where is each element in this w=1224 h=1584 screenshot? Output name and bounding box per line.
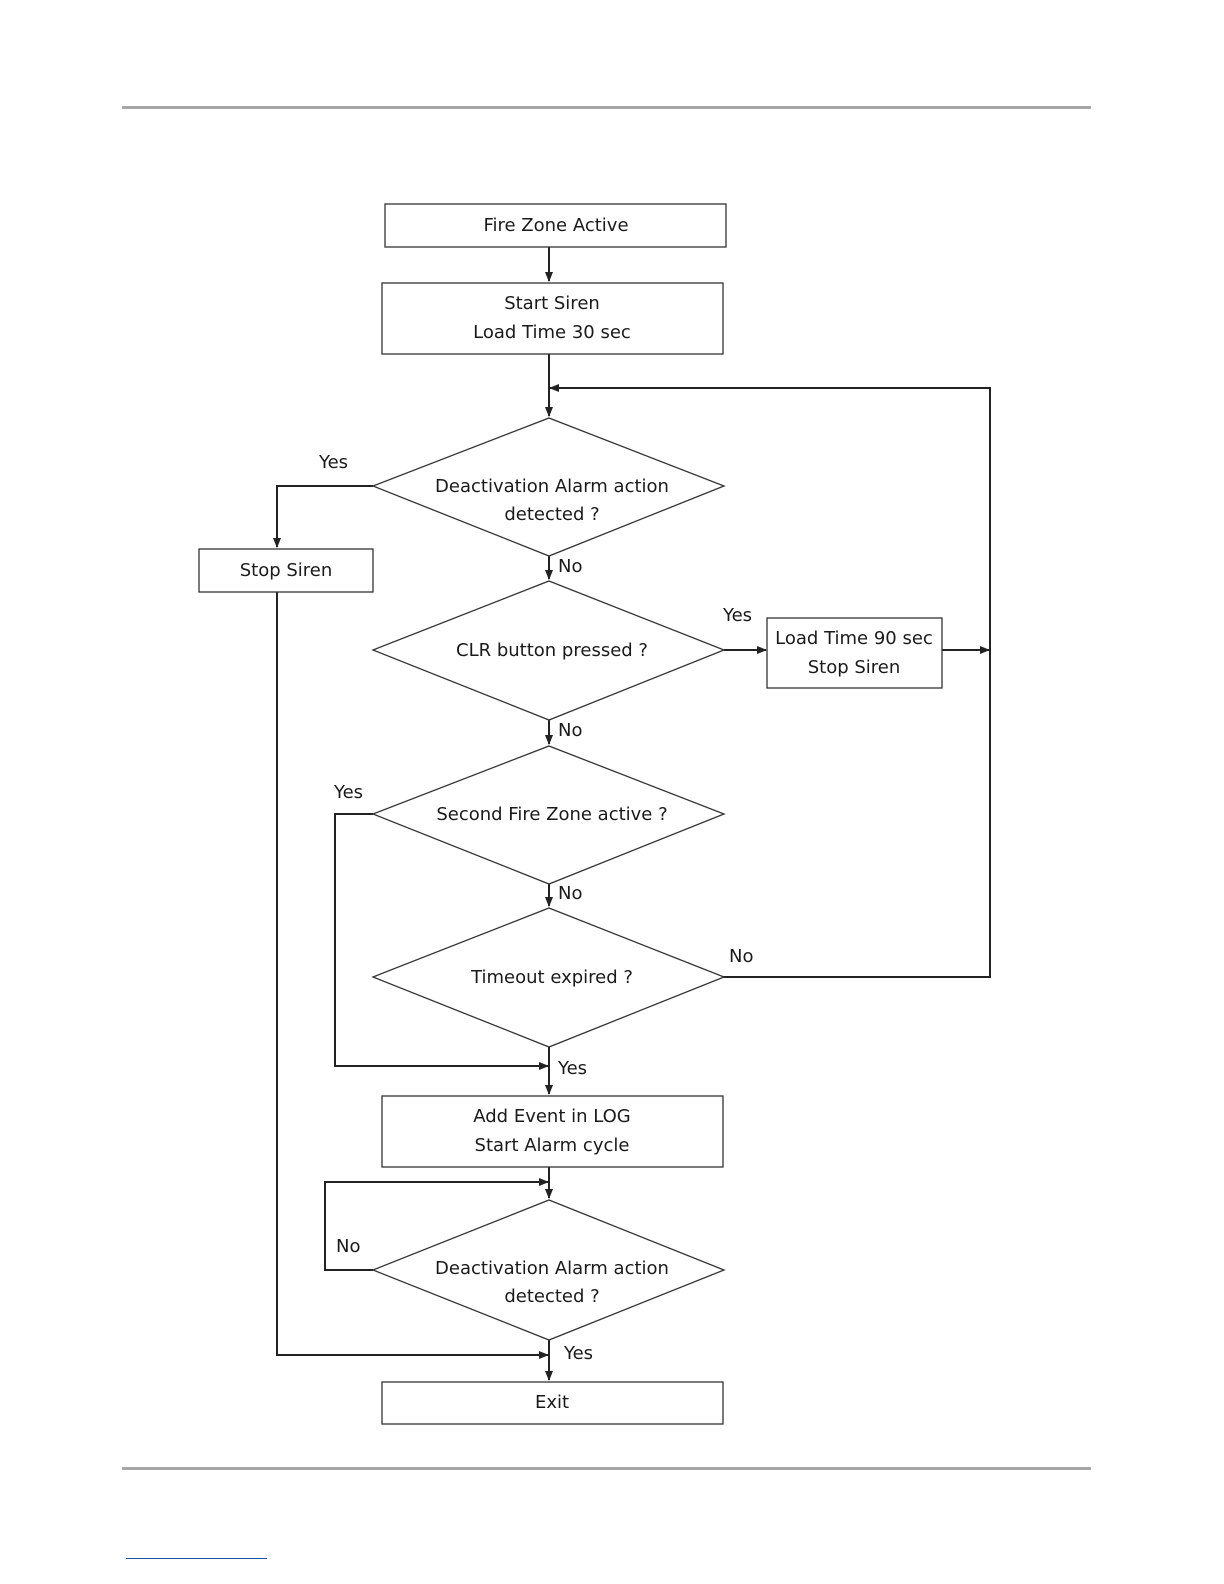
decision-label: Deactivation Alarm action	[435, 1258, 669, 1279]
edge-deact1-yes	[277, 486, 373, 547]
decision-clr-pressed: CLR button pressed ?	[373, 581, 724, 720]
node-stop-siren: Stop Siren	[199, 549, 373, 592]
edge-label-deact1-yes: Yes	[318, 452, 348, 473]
node-label: Exit	[535, 1392, 569, 1413]
decision-label: detected ?	[504, 504, 599, 525]
node-add-event: Add Event in LOG Start Alarm cycle	[382, 1096, 723, 1167]
node-fire-zone-active: Fire Zone Active	[385, 204, 726, 247]
decision-label: Deactivation Alarm action	[435, 476, 669, 497]
decision-timeout-expired: Timeout expired ?	[373, 908, 724, 1047]
node-label: Fire Zone Active	[483, 215, 628, 236]
decision-label: CLR button pressed ?	[456, 640, 648, 661]
decision-label: detected ?	[504, 1286, 599, 1307]
decision-second-fire-zone: Second Fire Zone active ?	[373, 746, 724, 884]
edge-label-deact2-yes: Yes	[563, 1343, 593, 1364]
node-label: Load Time 90 sec	[775, 628, 933, 649]
node-label: Stop Siren	[240, 560, 333, 581]
node-label: Start Alarm cycle	[475, 1135, 630, 1156]
edge-label-second-no: No	[558, 883, 582, 904]
edge-label-clr-yes: Yes	[722, 605, 752, 626]
node-exit: Exit	[382, 1382, 723, 1424]
decision-label: Second Fire Zone active ?	[436, 804, 667, 825]
node-load-90: Load Time 90 sec Stop Siren	[767, 618, 942, 688]
decision-label: Timeout expired ?	[470, 967, 633, 988]
edge-label-clr-no: No	[558, 720, 582, 741]
edge-label-timeout-no: No	[729, 946, 753, 967]
node-label: Stop Siren	[808, 657, 901, 678]
edge-label-deact1-no: No	[558, 556, 582, 577]
node-label: Start Siren	[504, 293, 600, 314]
node-label: Load Time 30 sec	[473, 322, 631, 343]
decision-deactivation-1: Deactivation Alarm action detected ?	[373, 418, 724, 556]
edge-label-second-yes: Yes	[333, 782, 363, 803]
node-label: Add Event in LOG	[473, 1106, 631, 1127]
decision-deactivation-2: Deactivation Alarm action detected ?	[373, 1200, 724, 1340]
edge-label-timeout-yes: Yes	[557, 1058, 587, 1079]
edge-label-deact2-no: No	[336, 1236, 360, 1257]
node-start-siren: Start Siren Load Time 30 sec	[382, 283, 723, 354]
